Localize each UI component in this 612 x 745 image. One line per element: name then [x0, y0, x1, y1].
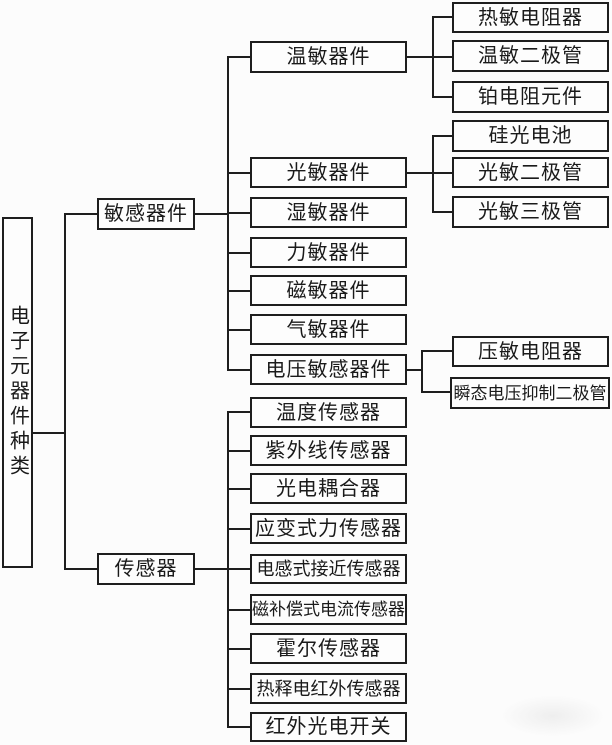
node-ir-photoelectric-switch: 红外光电开关 — [250, 712, 407, 742]
node-silicon-photocell: 硅光电池 — [452, 120, 609, 152]
connector-line — [227, 329, 252, 331]
connector-line — [227, 568, 252, 570]
connector-line — [227, 450, 252, 452]
connector-line — [227, 648, 252, 650]
node-sensors: 传感器 — [97, 553, 195, 585]
connector-line — [195, 568, 229, 570]
connector-line — [432, 96, 454, 98]
node-humidity-sensitive: 湿敏器件 — [250, 197, 407, 228]
connector-line — [195, 213, 229, 215]
connector-line — [406, 369, 423, 371]
node-uv-sensor: 紫外线传感器 — [250, 435, 407, 466]
connector-line — [227, 369, 252, 371]
connector-line — [406, 56, 434, 58]
watermark-smudge — [500, 695, 605, 737]
connector-line — [227, 252, 252, 254]
node-photodiode: 光敏二极管 — [452, 157, 609, 188]
connector-line — [227, 609, 252, 611]
node-hall-sensor: 霍尔传感器 — [250, 633, 407, 664]
node-tvs-diode: 瞬态电压抑制二极管 — [450, 377, 610, 409]
node-temp-sensitive: 温敏器件 — [250, 41, 407, 73]
connector-line — [227, 212, 252, 214]
node-light-sensitive: 光敏器件 — [250, 157, 407, 188]
connector-line — [64, 213, 97, 215]
node-force-sensitive: 力敏器件 — [250, 237, 407, 268]
node-thermistor: 热敏电阻器 — [452, 2, 609, 33]
connector-line — [227, 56, 252, 58]
node-inductive-proximity-sensor: 电感式接近传感器 — [250, 554, 407, 584]
connector-line — [227, 411, 252, 413]
connector-line — [432, 56, 454, 58]
node-phototransistor: 光敏三极管 — [452, 196, 609, 228]
connector-line — [227, 290, 252, 292]
connector-line — [64, 568, 97, 570]
node-gas-sensitive: 气敏器件 — [250, 314, 407, 345]
node-optocoupler: 光电耦合器 — [250, 473, 407, 504]
connector-root-trunk — [33, 432, 66, 434]
trunk-light-sensitive — [432, 135, 434, 213]
trunk-voltage-sensitive — [421, 350, 423, 393]
connector-line — [432, 172, 454, 174]
node-pyroelectric-ir-sensor: 热释电红外传感器 — [250, 673, 407, 704]
connector-line — [432, 211, 454, 213]
node-root: 电子元器件种类 — [2, 217, 33, 568]
connector-line — [421, 350, 452, 352]
connector-line — [432, 135, 454, 137]
node-sensitive-devices: 敏感器件 — [97, 198, 195, 230]
connector-line — [227, 488, 252, 490]
node-varistor: 压敏电阻器 — [452, 336, 609, 367]
node-temp-diode: 温敏二极管 — [452, 40, 609, 72]
connector-line — [227, 688, 252, 690]
connector-line — [432, 16, 454, 18]
connector-line — [406, 172, 434, 174]
node-temperature-sensor: 温度传感器 — [250, 397, 407, 428]
connector-line — [227, 726, 252, 728]
node-magnetic-compensation-current-sensor: 磁补偿式电流传感器 — [250, 594, 407, 625]
connector-line — [421, 391, 452, 393]
node-voltage-sensitive: 电压敏感器件 — [250, 354, 407, 385]
trunk-level1 — [64, 213, 66, 570]
node-strain-force-sensor: 应变式力传感器 — [250, 513, 407, 544]
connector-line — [227, 172, 252, 174]
connector-line — [227, 528, 252, 530]
node-magnetic-sensitive: 磁敏器件 — [250, 275, 407, 306]
node-platinum-resistor: 铂电阻元件 — [452, 81, 609, 113]
